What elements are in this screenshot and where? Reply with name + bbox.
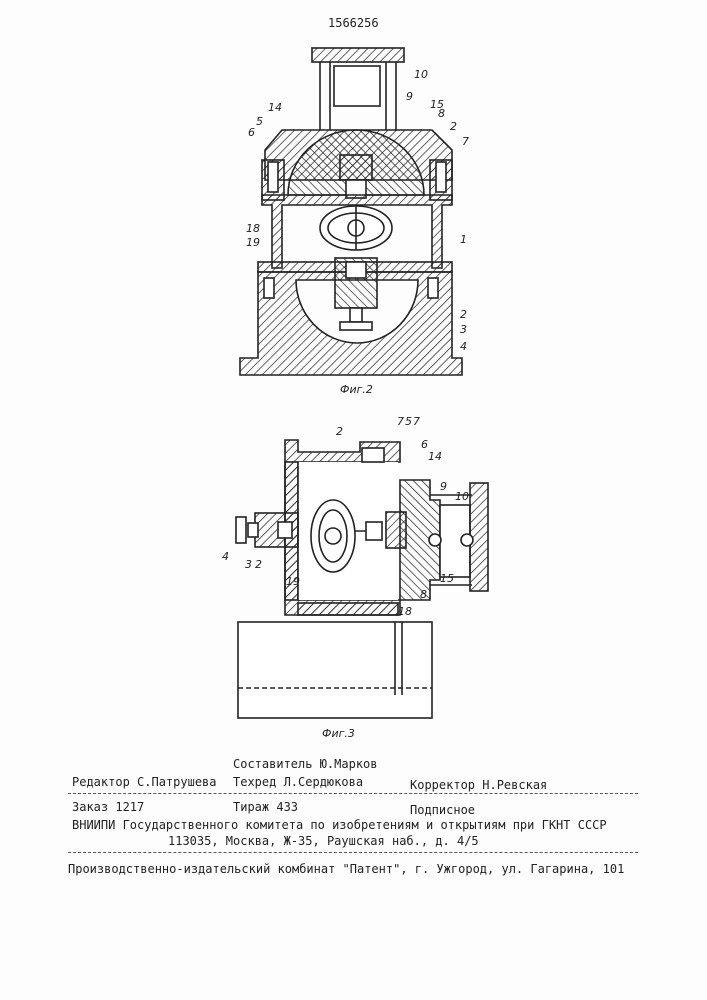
circulation: Тираж 433 bbox=[233, 800, 298, 814]
printer: Производственно-издательский комбинат "П… bbox=[68, 862, 624, 876]
drawings: 10 9 14 15 8 5 2 6 7 18 19 1 2 3 4 Фиг.2… bbox=[0, 0, 707, 740]
compiler: Составитель Ю.Марков bbox=[233, 757, 378, 771]
fig2-caption: Фиг.2 bbox=[340, 383, 373, 396]
svg-text:19: 19 bbox=[286, 575, 300, 588]
svg-text:8: 8 bbox=[438, 107, 445, 120]
svg-text:4: 4 bbox=[222, 550, 229, 563]
svg-text:19: 19 bbox=[246, 236, 260, 249]
svg-text:2: 2 bbox=[450, 120, 457, 133]
organization: ВНИИПИ Государственного комитета по изоб… bbox=[72, 818, 607, 832]
svg-text:9: 9 bbox=[440, 480, 447, 493]
corrector: Корректор Н.Ревская bbox=[410, 778, 547, 792]
svg-text:14: 14 bbox=[428, 450, 442, 463]
svg-text:9: 9 bbox=[406, 90, 413, 103]
cylinder-10 bbox=[334, 66, 380, 106]
svg-text:3: 3 bbox=[245, 558, 252, 571]
svg-text:1: 1 bbox=[460, 233, 467, 246]
editor: Редактор С.Патрушева bbox=[72, 775, 217, 789]
divider bbox=[68, 852, 638, 853]
svg-text:2: 2 bbox=[460, 308, 467, 321]
svg-text:2: 2 bbox=[255, 558, 262, 571]
subscription: Подписное bbox=[410, 803, 475, 817]
divider bbox=[68, 793, 638, 794]
svg-text:18: 18 bbox=[246, 222, 260, 235]
svg-text:8: 8 bbox=[420, 588, 427, 601]
order: Заказ 1217 bbox=[72, 800, 144, 814]
figure-2 bbox=[240, 48, 462, 375]
svg-text:5: 5 bbox=[256, 115, 263, 128]
address: 113035, Москва, Ж-35, Раушская наб., д. … bbox=[168, 834, 479, 848]
svg-text:7: 7 bbox=[413, 415, 420, 428]
techred: Техред Л.Сердюкова bbox=[233, 775, 363, 789]
svg-text:6: 6 bbox=[248, 126, 255, 139]
svg-text:4: 4 bbox=[460, 340, 467, 353]
svg-text:5: 5 bbox=[405, 415, 412, 428]
svg-text:15: 15 bbox=[440, 572, 454, 585]
svg-text:18: 18 bbox=[398, 605, 412, 618]
svg-text:6: 6 bbox=[421, 438, 428, 451]
svg-text:10: 10 bbox=[414, 68, 428, 81]
svg-text:3: 3 bbox=[460, 323, 467, 336]
svg-text:7: 7 bbox=[397, 415, 404, 428]
svg-text:10: 10 bbox=[455, 490, 469, 503]
fig3-caption: Фиг.3 bbox=[322, 727, 355, 740]
svg-text:2: 2 bbox=[336, 425, 343, 438]
svg-text:7: 7 bbox=[462, 135, 469, 148]
svg-text:14: 14 bbox=[268, 101, 282, 114]
